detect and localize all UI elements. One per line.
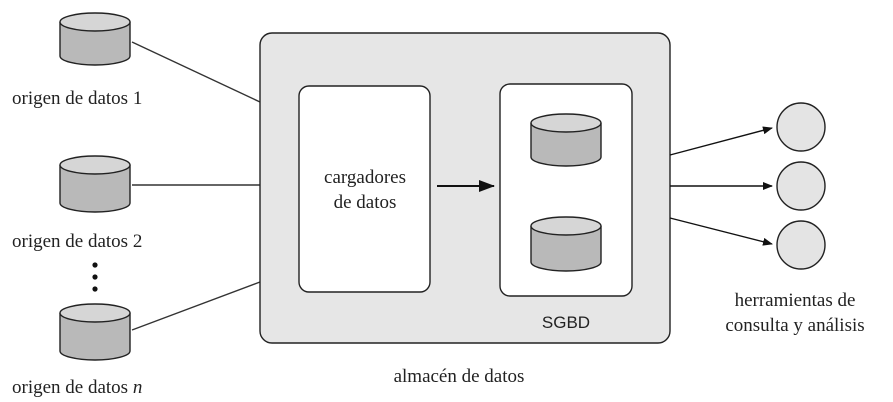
query-tool-icon-3: [776, 220, 826, 270]
dbms-database-icon-1: [530, 113, 602, 167]
source-1-database-icon: [59, 12, 131, 66]
warehouse-label: almacén de datos: [394, 366, 525, 387]
source-1-label: origen de datos 1: [12, 88, 142, 109]
source-n-database-icon: [59, 303, 131, 361]
source-n-connector: [131, 281, 261, 331]
dbms-label: SGBD: [542, 313, 590, 332]
source-n-label: origen de datos n: [12, 377, 142, 398]
output-arrow-3: [669, 217, 773, 246]
more-sources-ellipsis: [92, 262, 98, 292]
loaders-label-line2: de datos: [334, 192, 397, 213]
output-arrow-1: [669, 126, 773, 156]
source-2-label: origen de datos 2: [12, 231, 142, 252]
dbms-database-icon-2: [530, 216, 602, 272]
source-2-database-icon: [59, 155, 131, 213]
tools-label-line2: consulta y análisis: [725, 315, 864, 336]
data-loaders-box: [298, 85, 431, 293]
tools-label-line1: herramientas de: [735, 290, 856, 311]
loaders-label-line1: cargadores: [324, 167, 406, 188]
query-tool-icon-2: [776, 161, 826, 211]
source-1-connector: [131, 41, 261, 103]
query-tool-icon-1: [776, 102, 826, 152]
